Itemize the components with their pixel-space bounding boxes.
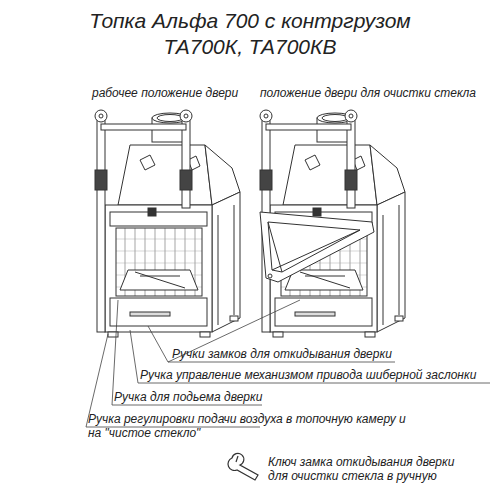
fireplace-working	[95, 110, 240, 337]
part-label: Ручка управление механизмом привода шибе…	[140, 368, 476, 382]
tilted-door	[260, 212, 374, 282]
part-label: Ручки замков для откидывания дверки	[172, 347, 392, 361]
leader-lines	[86, 300, 490, 427]
fireplace-cleaning	[260, 110, 405, 337]
part-label: рабочее положение двери	[92, 86, 238, 100]
wrench-icon	[228, 453, 258, 480]
part-label: Ручка регулировки подачи воздуха в топоч…	[88, 412, 418, 441]
part-label: Ключ замка откидывания дверки для очистк…	[268, 455, 468, 484]
part-label: Ручка для подьема дверки	[114, 390, 262, 404]
title: Топка Альфа 700 с контргрузом ТА700К, ТА…	[85, 8, 415, 61]
part-label: положение двери для очистки стекла	[260, 86, 476, 100]
